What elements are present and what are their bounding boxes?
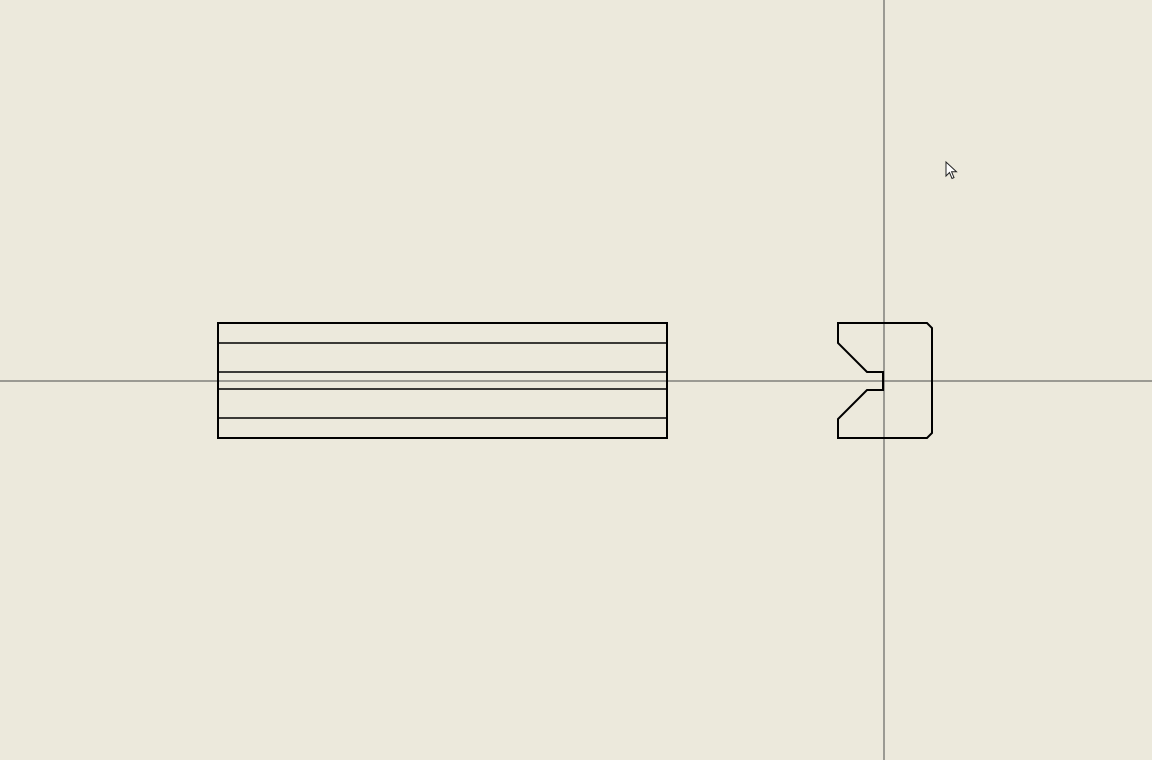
end-view-profile[interactable] <box>837 322 933 439</box>
side-view-outline[interactable] <box>217 322 668 439</box>
side-view[interactable] <box>217 322 668 439</box>
arrow-pointer-icon <box>945 160 958 180</box>
end-view[interactable] <box>837 322 933 439</box>
